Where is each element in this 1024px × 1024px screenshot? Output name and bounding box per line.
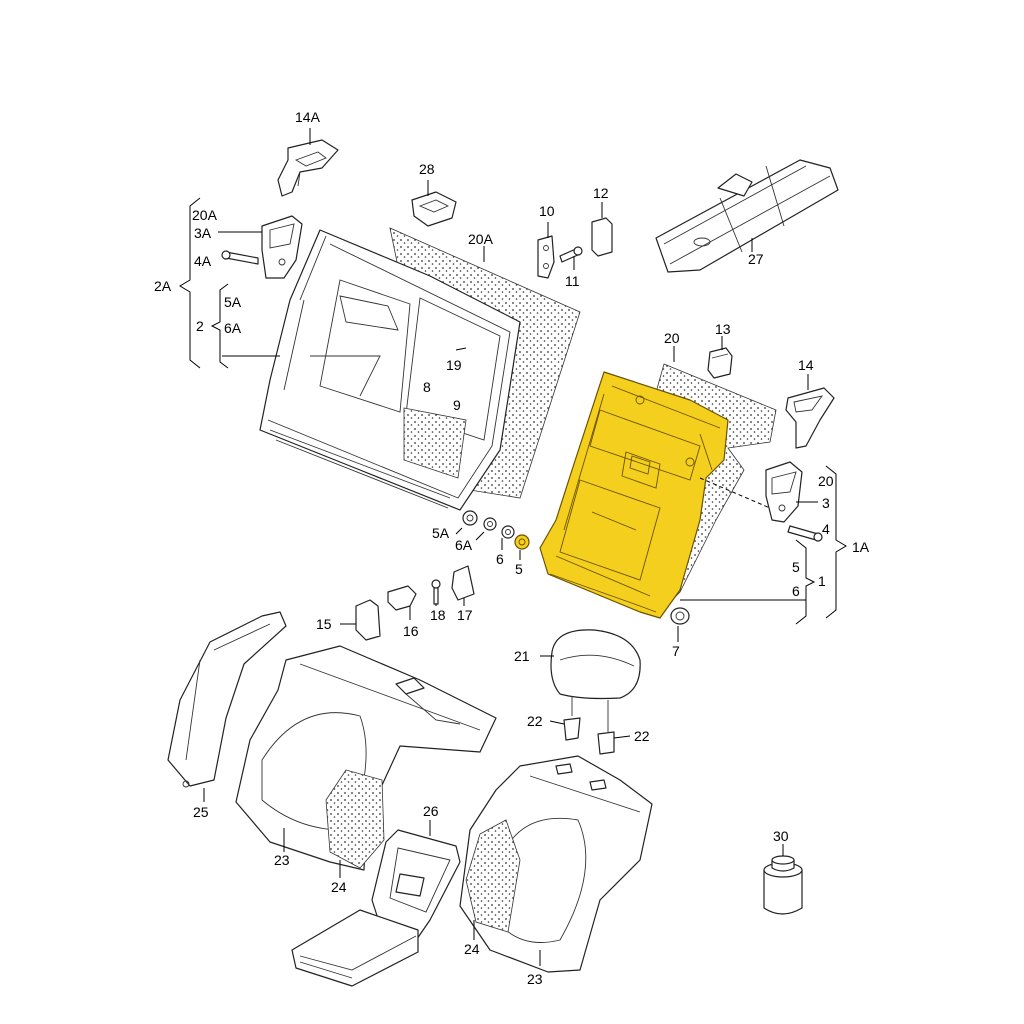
label-1: 1 bbox=[818, 573, 826, 589]
label-6a-top: 6A bbox=[224, 320, 242, 336]
part-12-cap bbox=[591, 217, 613, 257]
label-2: 2 bbox=[196, 318, 204, 334]
part-3-hinge bbox=[765, 461, 803, 523]
part-5-bushing bbox=[514, 534, 530, 550]
label-17: 17 bbox=[457, 607, 473, 623]
label-6: 6 bbox=[496, 551, 504, 567]
part-25-side-bolster bbox=[167, 611, 287, 788]
brace-1 bbox=[795, 539, 816, 625]
label-11: 11 bbox=[565, 273, 580, 289]
leader-22-b bbox=[613, 735, 631, 739]
label-26: 26 bbox=[423, 803, 439, 819]
part-16-clip bbox=[387, 585, 417, 611]
leader-19 bbox=[455, 347, 467, 351]
part-27-ski-bag bbox=[655, 159, 839, 273]
label-22-left: 22 bbox=[527, 713, 543, 729]
label-15: 15 bbox=[316, 616, 332, 632]
label-22-right: 22 bbox=[634, 728, 650, 744]
label-12: 12 bbox=[593, 185, 609, 201]
label-9: 9 bbox=[453, 397, 461, 413]
part-11-screw bbox=[559, 246, 583, 263]
part-14-bracket bbox=[785, 387, 835, 449]
label-18: 18 bbox=[430, 607, 446, 623]
brace-2a bbox=[179, 197, 201, 369]
label-2a: 2A bbox=[154, 278, 172, 294]
part-26-armrest bbox=[291, 829, 461, 987]
label-23-right: 23 bbox=[527, 971, 543, 987]
label-5a-top: 5A bbox=[224, 294, 242, 310]
leader-5a-b bbox=[455, 527, 463, 535]
label-3a: 3A bbox=[194, 225, 212, 241]
leader-22-a bbox=[549, 720, 565, 725]
part-23-seat-cover-right bbox=[459, 755, 653, 973]
part-28-clip bbox=[411, 191, 457, 227]
part-15-cover bbox=[355, 599, 381, 641]
label-7: 7 bbox=[672, 643, 680, 659]
label-6-right: 6 bbox=[792, 583, 800, 599]
part-18-screw bbox=[431, 579, 441, 605]
leader-6a-b bbox=[475, 531, 485, 541]
part-23-seat-cover-left bbox=[235, 645, 497, 871]
label-20a-top: 20A bbox=[192, 207, 218, 223]
label-25: 25 bbox=[193, 804, 209, 820]
label-19: 19 bbox=[446, 357, 462, 373]
part-21-headrest bbox=[550, 629, 641, 732]
part-2a-left-frame bbox=[259, 227, 581, 511]
label-14a: 14A bbox=[295, 109, 321, 125]
part-5a-bushing bbox=[462, 510, 478, 526]
part-6a-bushing bbox=[483, 517, 497, 531]
label-20-right: 20 bbox=[818, 473, 834, 489]
brace-1a bbox=[825, 465, 847, 619]
label-13: 13 bbox=[715, 321, 731, 337]
label-5-right: 5 bbox=[792, 559, 800, 575]
label-24-left: 24 bbox=[331, 879, 347, 895]
label-20-top: 20 bbox=[664, 330, 680, 346]
part-14a-bracket bbox=[277, 139, 339, 197]
part-6-bushing bbox=[501, 525, 515, 539]
label-30: 30 bbox=[773, 828, 789, 844]
part-13-cap bbox=[707, 347, 733, 379]
part-4a-bolt bbox=[221, 250, 259, 265]
label-5a-bottom: 5A bbox=[432, 525, 450, 541]
brace-2 bbox=[210, 283, 229, 369]
label-14: 14 bbox=[798, 357, 814, 373]
part-10-hinge bbox=[537, 235, 555, 279]
part-3a-hinge bbox=[261, 215, 303, 279]
label-24-right: 24 bbox=[464, 941, 480, 957]
label-4a: 4A bbox=[194, 253, 212, 269]
label-23-left: 23 bbox=[274, 852, 290, 868]
label-4: 4 bbox=[822, 521, 830, 537]
label-20a-mid: 20A bbox=[468, 231, 494, 247]
label-28: 28 bbox=[419, 161, 435, 177]
part-22-guide-right bbox=[597, 731, 615, 755]
label-27: 27 bbox=[748, 251, 764, 267]
part-22-guide-left bbox=[563, 717, 581, 741]
label-3: 3 bbox=[822, 495, 830, 511]
label-8: 8 bbox=[423, 379, 431, 395]
label-21: 21 bbox=[514, 648, 530, 664]
label-1a: 1A bbox=[852, 539, 870, 555]
part-30-container bbox=[763, 855, 803, 915]
part-4-bolt bbox=[787, 525, 823, 542]
label-16: 16 bbox=[403, 623, 419, 639]
label-10: 10 bbox=[539, 203, 555, 219]
part-7-grommet bbox=[670, 607, 690, 625]
leader-3-dash bbox=[699, 477, 771, 509]
part-17-trim bbox=[451, 565, 475, 601]
label-6a-bottom: 6A bbox=[455, 537, 473, 553]
label-5: 5 bbox=[515, 561, 523, 577]
part-1a-right-frame-highlighted bbox=[539, 371, 729, 619]
